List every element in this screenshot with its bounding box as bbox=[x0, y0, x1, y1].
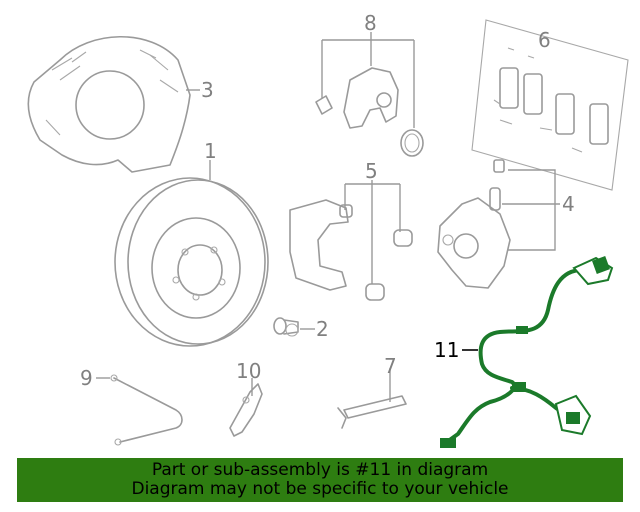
callout-3[interactable]: 3 bbox=[201, 78, 214, 102]
leader-5 bbox=[344, 180, 401, 284]
part-2-bolt[interactable] bbox=[273, 317, 299, 337]
part-7-wear-sensor[interactable] bbox=[337, 395, 407, 429]
part-6-brake-pad-kit[interactable] bbox=[471, 19, 629, 191]
diagram-canvas: 3 1 2 8 6 bbox=[27, 11, 629, 448]
callout-9[interactable]: 9 bbox=[80, 366, 93, 390]
part-11-wiring-harness[interactable] bbox=[440, 256, 614, 448]
leader-4 bbox=[502, 169, 560, 251]
part-5-caliper-bracket[interactable] bbox=[289, 199, 413, 301]
part-8-caliper[interactable] bbox=[315, 67, 424, 157]
part-3-splash-shield[interactable] bbox=[27, 36, 191, 173]
callout-1[interactable]: 1 bbox=[204, 139, 217, 163]
callout-10[interactable]: 10 bbox=[236, 359, 261, 383]
part-10-abs-sensor[interactable] bbox=[229, 383, 263, 437]
leader-8 bbox=[321, 32, 415, 128]
callout-5[interactable]: 5 bbox=[365, 159, 378, 183]
callout-4[interactable]: 4 bbox=[562, 192, 575, 216]
info-banner: Part or sub-assembly is #11 in diagram D… bbox=[17, 458, 623, 502]
callout-7[interactable]: 7 bbox=[384, 354, 397, 378]
callout-6[interactable]: 6 bbox=[538, 28, 551, 52]
banner-line-1: Part or sub-assembly is #11 in diagram bbox=[151, 460, 489, 480]
part-1-brake-rotor[interactable] bbox=[114, 177, 269, 347]
banner-line-2: Diagram may not be specific to your vehi… bbox=[131, 479, 509, 499]
callout-2[interactable]: 2 bbox=[316, 317, 329, 341]
callout-11[interactable]: 11 bbox=[434, 338, 459, 362]
callout-8[interactable]: 8 bbox=[364, 11, 377, 35]
part-9-wear-sensor[interactable] bbox=[110, 374, 183, 446]
part-4-caliper-housing[interactable] bbox=[437, 159, 511, 289]
